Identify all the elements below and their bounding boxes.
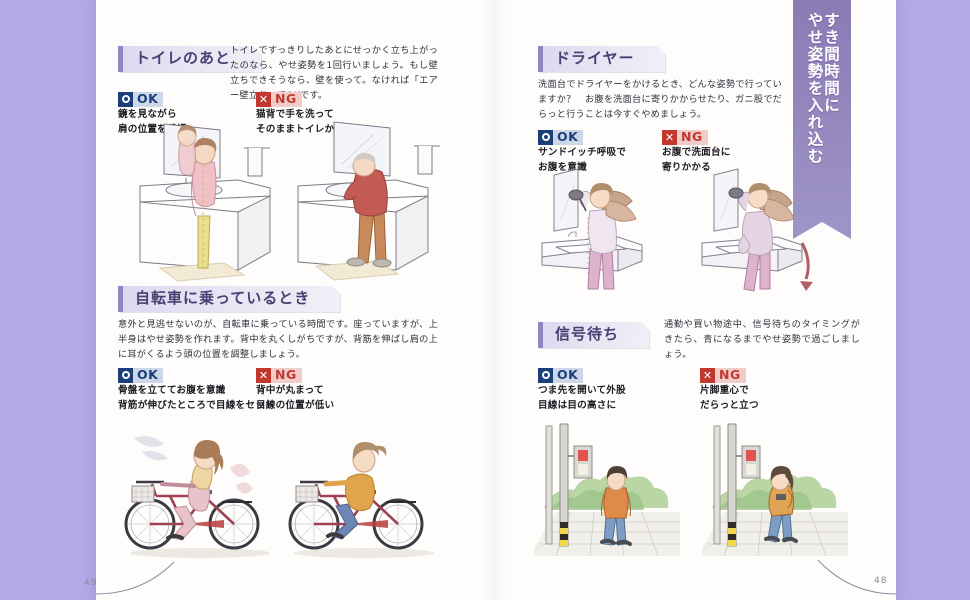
- section-lede-bicycle: 意外と見逃せないのが、自転車に乗っている時間です。座っていますが、上半身はやせ姿…: [118, 319, 438, 360]
- badge-ng-bicycle: ✕ NG: [256, 364, 302, 383]
- ok-label: OK: [553, 367, 584, 383]
- chapter-ribbon-tab: すき間時間に やせ姿勢を入れ込む: [793, 0, 851, 239]
- badge-ok-dryer: OK: [538, 126, 584, 145]
- badge-ng-toilet: ✕ NG: [256, 88, 302, 107]
- ok-circle-icon: [118, 367, 133, 383]
- caption-ng-traffic: 片脚重心で だらっと立つ: [700, 385, 759, 411]
- cross-icon: ✕: [662, 130, 677, 145]
- badge-ng-dryer: ✕ NG: [662, 126, 708, 145]
- section-heading-toilet: トイレのあと: [118, 46, 263, 73]
- caption-ok-traffic: つま先を開いて外股 目線は目の高さに: [538, 385, 626, 411]
- section-lede-dryer: 洗面台でドライヤーをかけるとき、どんな姿勢で行っていますか？ お腹を洗面台に寄り…: [538, 79, 782, 120]
- badge-ok-traffic: OK: [538, 364, 584, 383]
- badge-ng-traffic: ✕ NG: [700, 364, 746, 383]
- ok-label: OK: [553, 129, 584, 145]
- ok-label: OK: [133, 367, 164, 383]
- section-title-traffic: 信号待ち: [538, 322, 651, 349]
- cross-icon: ✕: [256, 92, 271, 107]
- ng-label: NG: [271, 92, 302, 107]
- illustration-bicycle: [112, 412, 452, 562]
- caption-ok-bicycle: 骨盤を立ててお腹を意識 背筋が伸びたところで目線をセット: [118, 385, 275, 411]
- caption-ok-dryer: サンドイッチ呼吸で お腹を意識: [538, 147, 627, 173]
- ribbon-column-left: やせ姿勢を入れ込む: [805, 12, 824, 165]
- section-heading-traffic: 信号待ち: [538, 322, 651, 349]
- illustration-dryer: [530, 165, 860, 295]
- caption-ng-toilet: 猫背で手を洗って そのままトイレから出る: [256, 109, 364, 135]
- section-title-dryer: ドライヤー: [538, 46, 666, 73]
- section-heading-dryer: ドライヤー: [538, 46, 666, 73]
- illustration-traffic-light: [530, 412, 860, 562]
- page-number-left: 49: [84, 578, 98, 588]
- page-number-right: 48: [874, 576, 888, 586]
- section-title-bicycle: 自転車に乗っているとき: [118, 286, 342, 313]
- caption-ok-toilet: 鏡を見ながら 肩の位置を確認: [118, 109, 187, 135]
- ng-label: NG: [715, 368, 746, 383]
- caption-ng-bicycle: 背中が丸まって 目線の位置が低い: [256, 385, 335, 411]
- cross-icon: ✕: [256, 368, 271, 383]
- ng-label: NG: [271, 368, 302, 383]
- ribbon-column-right: すき間時間に: [822, 12, 840, 114]
- ok-circle-icon: [118, 91, 133, 107]
- ok-label: OK: [133, 91, 164, 107]
- ok-circle-icon: [538, 367, 553, 383]
- badge-ok-toilet: OK: [118, 88, 164, 107]
- section-lede-traffic: 通勤や買い物途中、信号待ちのタイミングがきたら、青になるまでやせ姿勢で過ごしまし…: [664, 319, 860, 360]
- badge-ok-bicycle: OK: [118, 364, 164, 383]
- caption-ng-dryer: お腹で洗面台に 寄りかかる: [662, 147, 731, 173]
- illustration-toilet: [120, 120, 450, 285]
- ng-label: NG: [677, 130, 708, 145]
- cross-icon: ✕: [700, 368, 715, 383]
- section-heading-bicycle: 自転車に乗っているとき: [118, 286, 342, 313]
- section-title-toilet: トイレのあと: [118, 46, 263, 73]
- ok-circle-icon: [538, 129, 553, 145]
